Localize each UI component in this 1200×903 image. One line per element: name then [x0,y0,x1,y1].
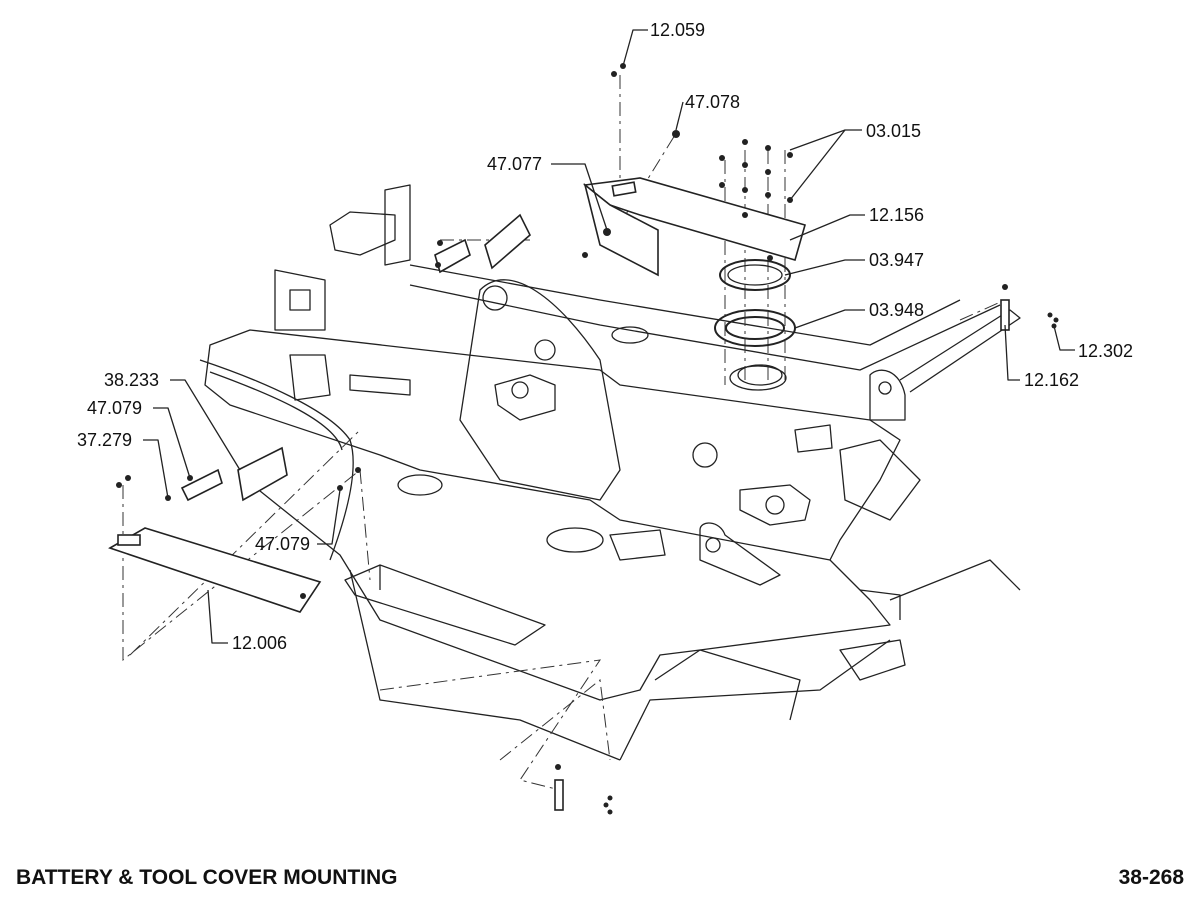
washer-47078 [672,130,680,138]
callout-47079-upper: 47.079 [87,398,142,418]
callout-12162: 12.162 [1024,370,1079,390]
cover-flange [729,365,787,391]
callout-12156: 12.156 [869,205,924,225]
callout-38233: 38.233 [104,370,159,390]
battery-cover [583,177,806,277]
callout-03948: 03.948 [869,300,924,320]
exploded-parts-diagram: 12.059 47.078 03.015 47.077 12.156 03.94… [77,20,1133,815]
callout-12059: 12.059 [650,20,705,40]
phantom-lines [122,75,1006,791]
bracket-38233 [237,446,288,502]
gasket-03948 [714,309,796,347]
bolt-47079 [337,485,343,491]
callout-12006: 12.006 [232,633,287,653]
gasket-03947 [719,259,791,291]
callout-12302: 12.302 [1078,341,1133,361]
callout-47077: 47.077 [487,154,542,174]
callout-37279: 37.279 [77,430,132,450]
chassis-frame [199,184,1021,761]
callout-labels: 12.059 47.078 03.015 47.077 12.156 03.94… [77,20,1133,653]
bracket-pair-upper [434,213,588,274]
latch-12162 [1000,284,1059,331]
callout-47078: 47.078 [685,92,740,112]
callout-03015: 03.015 [866,121,921,141]
callout-03947: 03.947 [869,250,924,270]
page-number: 38-268 [1118,866,1184,889]
callout-47079-lower: 47.079 [255,534,310,554]
page-title: BATTERY & TOOL COVER MOUNTING [16,866,398,889]
tool-cover [108,527,322,613]
latch-lower [554,764,613,815]
bracket-37279 [165,468,223,502]
leader-lines [143,29,1075,644]
bolt-12006-hardware [116,475,131,488]
hardware-03015 [719,139,793,203]
bolt-47079-b [355,467,361,473]
